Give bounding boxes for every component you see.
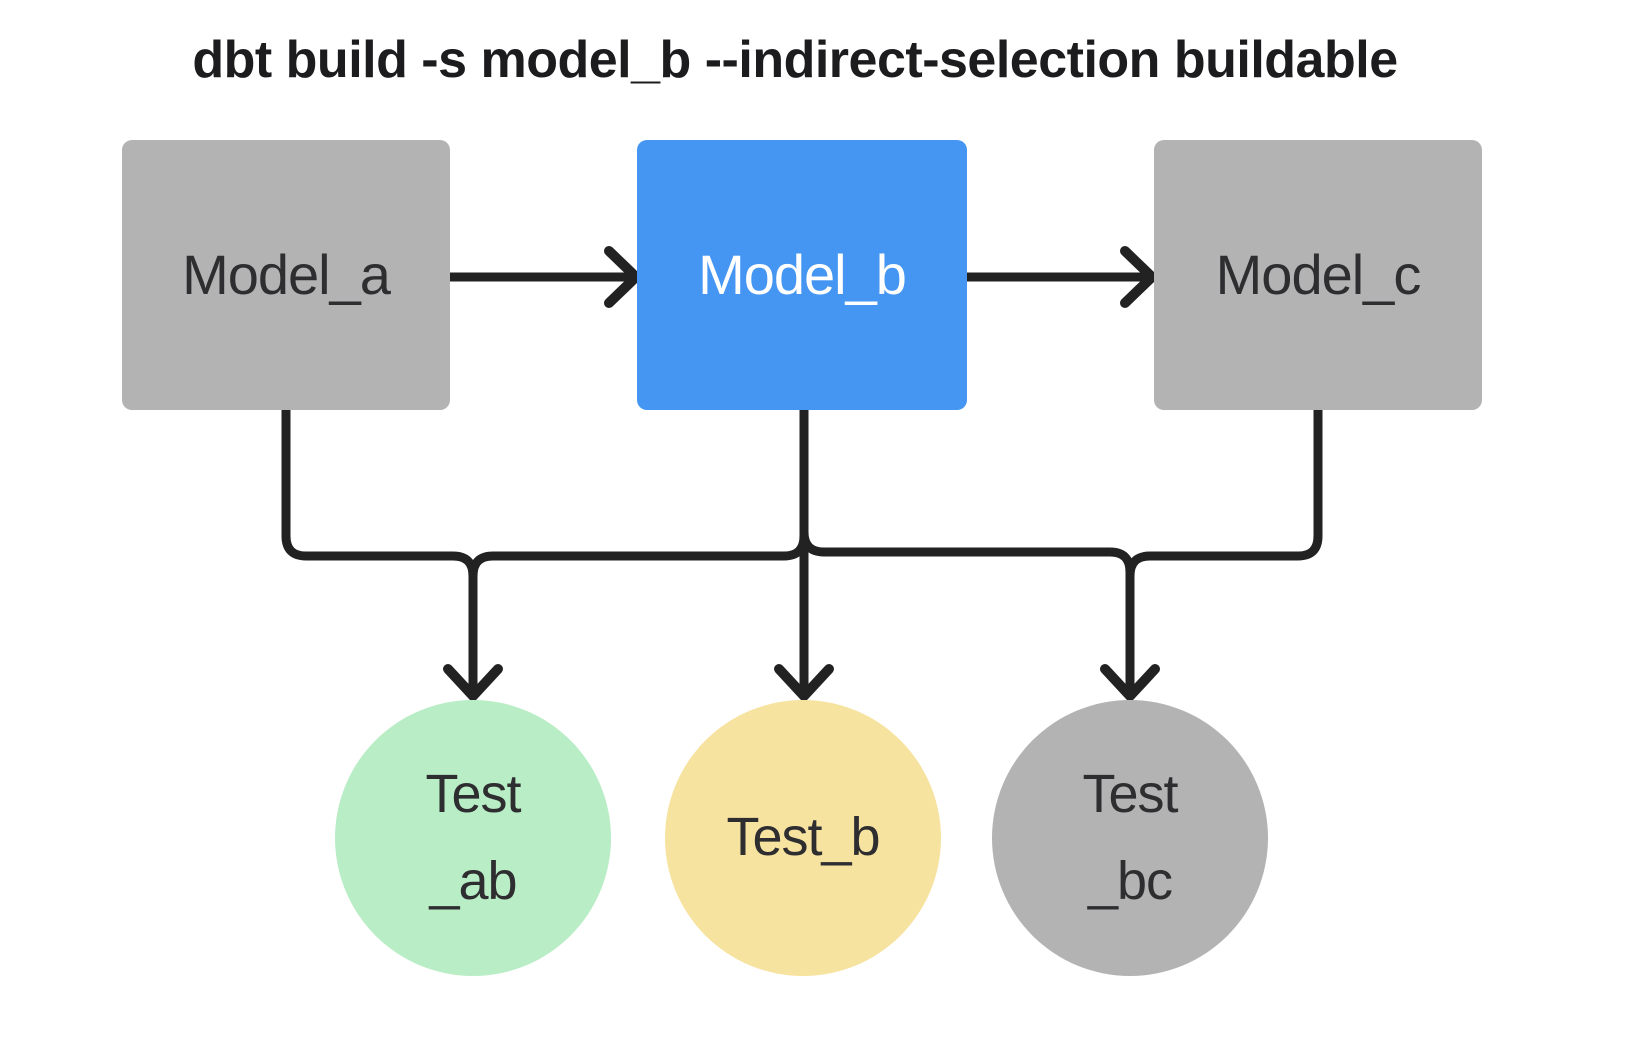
arrowhead-right-icon: [1120, 246, 1157, 308]
node-model-c: Model_c: [1154, 140, 1482, 410]
node-model-a: Model_a: [122, 140, 450, 410]
node-test-ab: Test _ab: [335, 700, 611, 976]
diagram-title: dbt build -s model_b --indirect-selectio…: [192, 31, 1398, 89]
node-test-ab-label-line2: _ab: [429, 851, 517, 911]
node-test-bc-label-line1: Test: [1082, 763, 1178, 824]
node-model-a-label: Model_a: [182, 243, 391, 306]
edge-model-b-to-model-c: [962, 246, 1157, 308]
edge-line: [799, 405, 1135, 691]
arrowhead-down-test-bc-icon: [1100, 664, 1160, 701]
node-test-b-label: Test_b: [726, 807, 880, 868]
node-model-b-label: Model_b: [698, 243, 907, 306]
edge-model-a-to-test-ab: [281, 405, 478, 691]
edge-model-c-to-test-bc: [1125, 405, 1323, 691]
arrowhead-down-test-b-icon: [774, 664, 834, 701]
node-test-bc: Test _bc: [992, 700, 1268, 976]
edge-line: [1125, 405, 1323, 691]
node-test-ab-label-line1: Test: [425, 763, 521, 824]
node-model-c-label: Model_c: [1215, 243, 1422, 306]
edge-line: [468, 405, 809, 691]
edge-model-b-to-test-ab: [468, 405, 809, 691]
arrowhead-right-icon: [604, 246, 641, 308]
node-test-b: Test_b: [665, 700, 941, 976]
edge-model-b-to-test-bc: [799, 405, 1135, 691]
edge-group: [281, 246, 1323, 701]
node-model-b: Model_b: [637, 140, 967, 410]
node-test-bc-label-line2: _bc: [1087, 851, 1173, 911]
arrowhead-down-test-ab-icon: [443, 664, 503, 701]
edge-model-a-to-model-b: [445, 246, 641, 308]
edge-line: [281, 405, 478, 691]
